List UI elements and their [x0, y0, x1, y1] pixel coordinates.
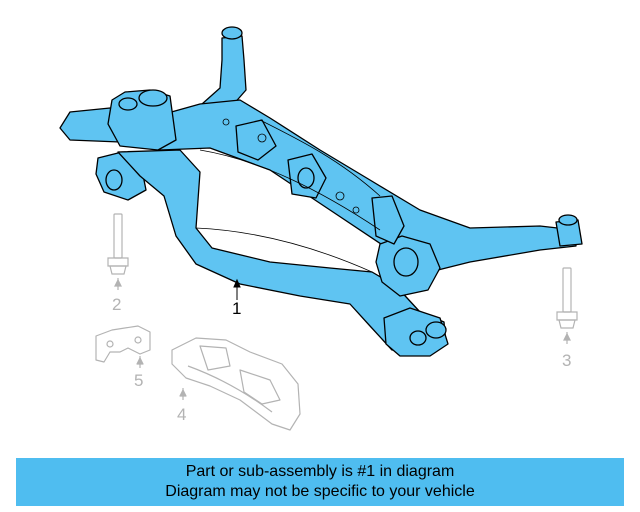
- callout-5: 5: [134, 371, 144, 390]
- parts-diagram: [59, 26, 583, 431]
- callout-1-leader: [233, 278, 241, 300]
- subframe-part-1[interactable]: [59, 26, 583, 357]
- banner-line-1: Part or sub-assembly is #1 in diagram: [185, 463, 455, 480]
- bracket-part-5[interactable]: [95, 325, 151, 368]
- subframe-shading: [195, 118, 381, 273]
- callout-3: 3: [562, 351, 572, 370]
- info-banner: Part or sub-assembly is #1 in diagram Di…: [16, 458, 624, 506]
- shield-part-4[interactable]: [171, 337, 301, 431]
- banner-line-2: Diagram may not be specific to your vehi…: [165, 483, 475, 500]
- callout-4: 4: [177, 405, 187, 424]
- bolt-part-2[interactable]: [107, 213, 129, 290]
- callout-1: 1: [232, 299, 242, 318]
- callout-2: 2: [112, 295, 122, 314]
- bolt-part-3[interactable]: [556, 267, 578, 344]
